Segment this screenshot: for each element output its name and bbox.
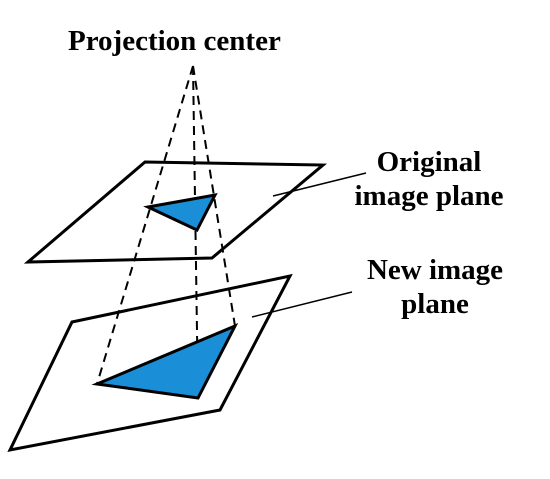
original-plane-label-line1: Original bbox=[376, 146, 482, 178]
original-image-plane-label: Original image plane bbox=[344, 145, 514, 213]
new-image-plane-label: New image plane bbox=[345, 253, 525, 321]
original-image-plane bbox=[23, 160, 328, 264]
new-plane-label-line2: plane bbox=[401, 288, 469, 320]
new-plane-label-line1: New image bbox=[366, 254, 504, 286]
projection-ray-left bbox=[96, 65, 194, 385]
original-plane-label-line2: image plane bbox=[354, 180, 504, 212]
new-plane-leader-line bbox=[251, 291, 353, 318]
new-plane-triangle bbox=[91, 323, 239, 400]
original-plane-triangle bbox=[143, 192, 218, 232]
original-plane-leader-line bbox=[272, 172, 367, 197]
projection-center-label: Projection center bbox=[68, 25, 281, 57]
